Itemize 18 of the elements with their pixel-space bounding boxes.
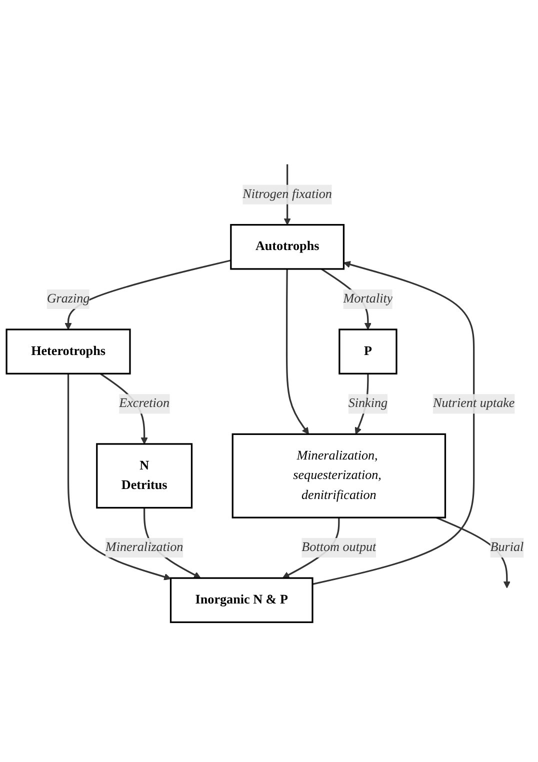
edge-label: Mineralization [105, 540, 184, 554]
node-box: N Detritus [96, 443, 193, 509]
edge-label: Nitrogen fixation [242, 187, 332, 202]
edge-label: Burial [490, 540, 524, 554]
node-box: Inorganic N & P [170, 577, 314, 624]
edge-label: Nutrient uptake [432, 396, 515, 410]
edge-label: Grazing [46, 292, 90, 306]
edge-label: Sinking [348, 396, 388, 410]
node-box: Autotrophs [230, 224, 345, 270]
node-box: P [338, 328, 398, 374]
arrow [64, 260, 232, 330]
edge-label: Mortality [343, 292, 393, 306]
arrow [312, 261, 475, 585]
edge-label: Excretion [119, 396, 170, 410]
node-box: Mineralization, sequesterization, denitrification [232, 433, 446, 518]
node-box: Heterotrophs [6, 328, 131, 374]
arrow [286, 268, 310, 434]
edge-label: Bottom output [302, 540, 376, 554]
